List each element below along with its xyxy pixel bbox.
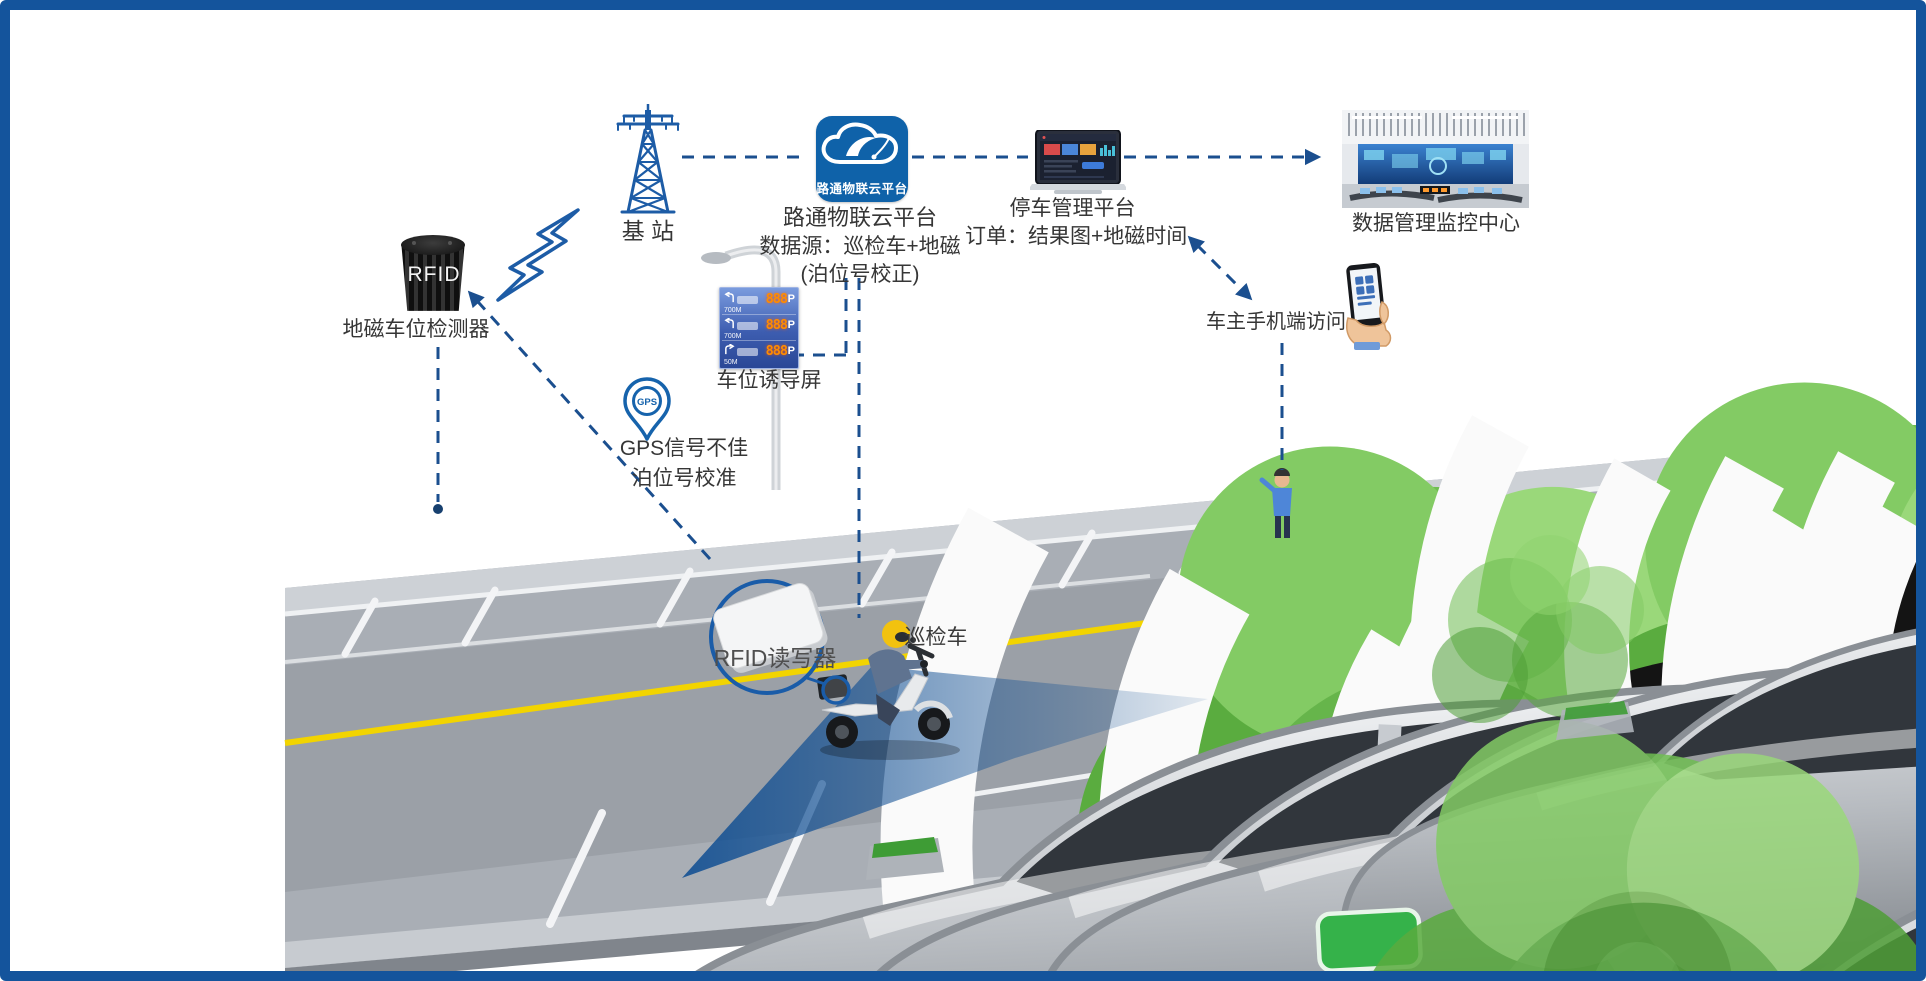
base-station-label: 基 站 — [621, 218, 675, 244]
detector-top — [401, 235, 465, 255]
bush-overlay — [1432, 535, 1644, 740]
patrol-vehicle-label: 巡检车 — [904, 626, 968, 649]
turn-left-arrow-icon — [724, 292, 734, 303]
car-owner-person — [1259, 468, 1292, 538]
detector-device-label: RFID — [407, 263, 461, 286]
gps-line2: 泊位号校准 — [631, 467, 737, 491]
distance: 50M — [724, 359, 738, 366]
street-lamp — [701, 245, 781, 490]
owner-phone-icon — [1328, 262, 1404, 350]
cloud-title: 路通物联云平台 — [782, 205, 937, 230]
cloud-correction: (泊位号校正) — [800, 263, 920, 287]
guidance-screen-label: 车位诱导屏 — [716, 369, 822, 392]
parking-platform-caption: 停车管理平台 订单：结果图+地磁时间 — [965, 195, 1188, 252]
parking-platform-title: 停车管理平台 — [1009, 197, 1136, 220]
cloud-badge-label: 路通物联云平台 — [816, 182, 908, 196]
guidance-screen: 888 P 700M 888 P 700M 888 P 50M — [719, 287, 799, 369]
cloud-platform-icon: 路通物联云平台 — [816, 116, 908, 202]
guidance-row: 888 P 50M — [722, 342, 796, 366]
distance: 700M — [724, 333, 742, 340]
control-room-icon — [1342, 110, 1529, 208]
patrol-rider — [868, 620, 928, 726]
cell-tower-icon — [616, 102, 680, 214]
space-unit: P — [787, 293, 795, 305]
scan-beam — [682, 666, 1208, 878]
parking-platform-orders: 订单：结果图+地磁时间 — [965, 225, 1188, 249]
cloud-caption: 路通物联云平台 数据源：巡检车+地磁 (泊位号校正) — [740, 203, 980, 289]
rfid-reader-label: RFID读写器 — [713, 645, 837, 671]
cloud-icon — [821, 122, 898, 164]
magnifier-target-circle — [821, 675, 851, 705]
street-scene-illustration — [284, 245, 1916, 971]
cloud-datasource: 数据源：巡检车+地磁 — [759, 234, 961, 258]
space-unit: P — [787, 345, 795, 357]
space-count: 888 — [765, 317, 788, 333]
guidance-row: 888 P 700M — [722, 290, 796, 315]
geomagnetic-detector-label: 地磁车位检测器 — [342, 318, 490, 341]
parking-platform-icon — [1028, 129, 1128, 194]
geomagnetic-detector-icon: RFID — [400, 235, 468, 315]
plate-blur — [737, 296, 758, 304]
distance: 700M — [724, 307, 742, 314]
gps-text: GPS — [637, 397, 657, 408]
base-station-icon — [608, 102, 688, 219]
monitor-center-label: 数据管理监控中心 — [1352, 212, 1520, 235]
detector-body — [401, 244, 465, 311]
monitor-center-image — [1342, 110, 1529, 208]
space-count: 888 — [765, 291, 788, 307]
space-count: 888 — [765, 343, 788, 359]
dashboard-tablet-icon — [1028, 129, 1128, 194]
gps-caption: GPS信号不佳 泊位号校准 — [604, 434, 764, 495]
turn-right-arrow-icon — [725, 344, 735, 355]
space-unit: P — [787, 319, 795, 331]
plate-blur — [737, 322, 758, 330]
hand-phone-icon — [1346, 262, 1392, 350]
signal-bolt-icon — [492, 206, 584, 306]
gps-pin-icon: GPS — [621, 376, 673, 442]
gps-line1: GPS信号不佳 — [619, 437, 749, 460]
plate-blur — [737, 348, 758, 356]
patrol-scooter — [817, 620, 960, 760]
rfid-reader-device — [713, 582, 828, 673]
guidance-row: 888 P 700M — [722, 316, 796, 341]
owner-phone-label: 车主手机端访问 — [1206, 311, 1346, 333]
rfid-reader-callout — [709, 579, 851, 705]
turn-left-arrow-icon — [724, 318, 734, 329]
planter-tree — [866, 720, 1916, 971]
